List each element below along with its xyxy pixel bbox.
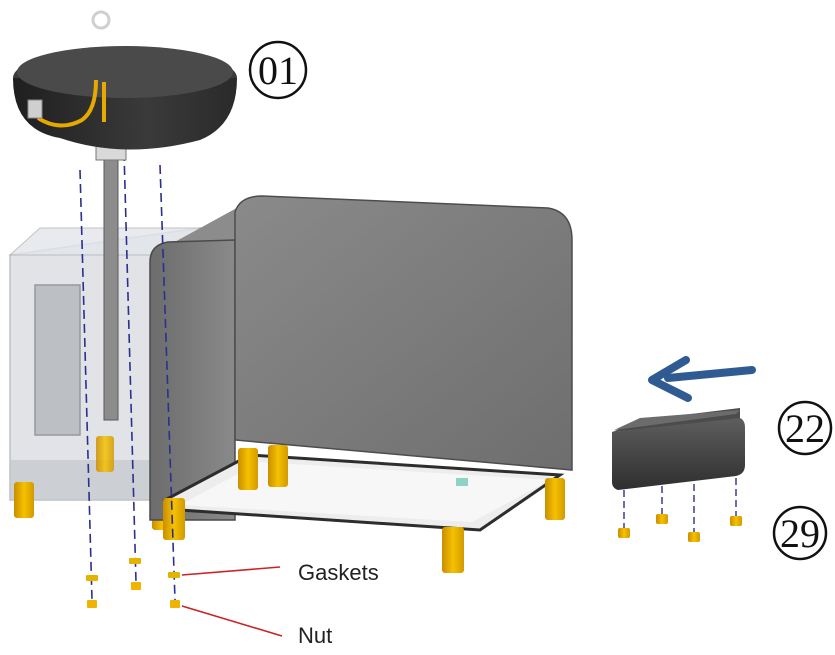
hanging-ring-icon: [91, 10, 111, 30]
base-screw-2: [656, 514, 668, 524]
note-nut: Nut: [181, 605, 332, 648]
cabinet-foot-back-left: [238, 448, 258, 490]
cabinet-foot-back-middle: [268, 445, 288, 487]
gasket-3: [168, 572, 180, 578]
base-part: [612, 408, 745, 542]
note-gaskets-label: Gaskets: [298, 560, 379, 585]
fasteners: [86, 558, 180, 608]
gasket-1: [86, 575, 98, 581]
nut-3: [170, 600, 180, 608]
callout-01-label: 01: [258, 48, 298, 93]
base-screw-4: [730, 516, 742, 526]
assembly-guide-lines: [79, 151, 176, 601]
base-screw-1: [618, 528, 630, 538]
cabinet-foot-front-right: [442, 527, 464, 573]
lid-part: [13, 10, 237, 150]
callout-01: 01: [248, 40, 308, 100]
callout-29-label: 29: [780, 511, 820, 556]
main-cabinet: [149, 195, 573, 573]
note-nut-label: Nut: [298, 623, 332, 648]
nut-2: [131, 582, 141, 590]
nut-1: [87, 600, 97, 608]
cabinet-foot-front-left: [163, 498, 185, 540]
insert-direction-arrow-icon: [648, 356, 756, 402]
ghost-foot-middle: [96, 436, 114, 472]
cabinet-foot-back-right: [545, 478, 565, 520]
callout-29: 29: [772, 505, 828, 561]
base-screw-3: [688, 532, 700, 542]
ghost-foot-front-left: [14, 482, 34, 518]
callout-22-label: 22: [785, 406, 825, 451]
gasket-2: [129, 558, 141, 564]
note-gaskets: Gaskets: [181, 560, 379, 585]
callout-22: 22: [777, 400, 833, 456]
